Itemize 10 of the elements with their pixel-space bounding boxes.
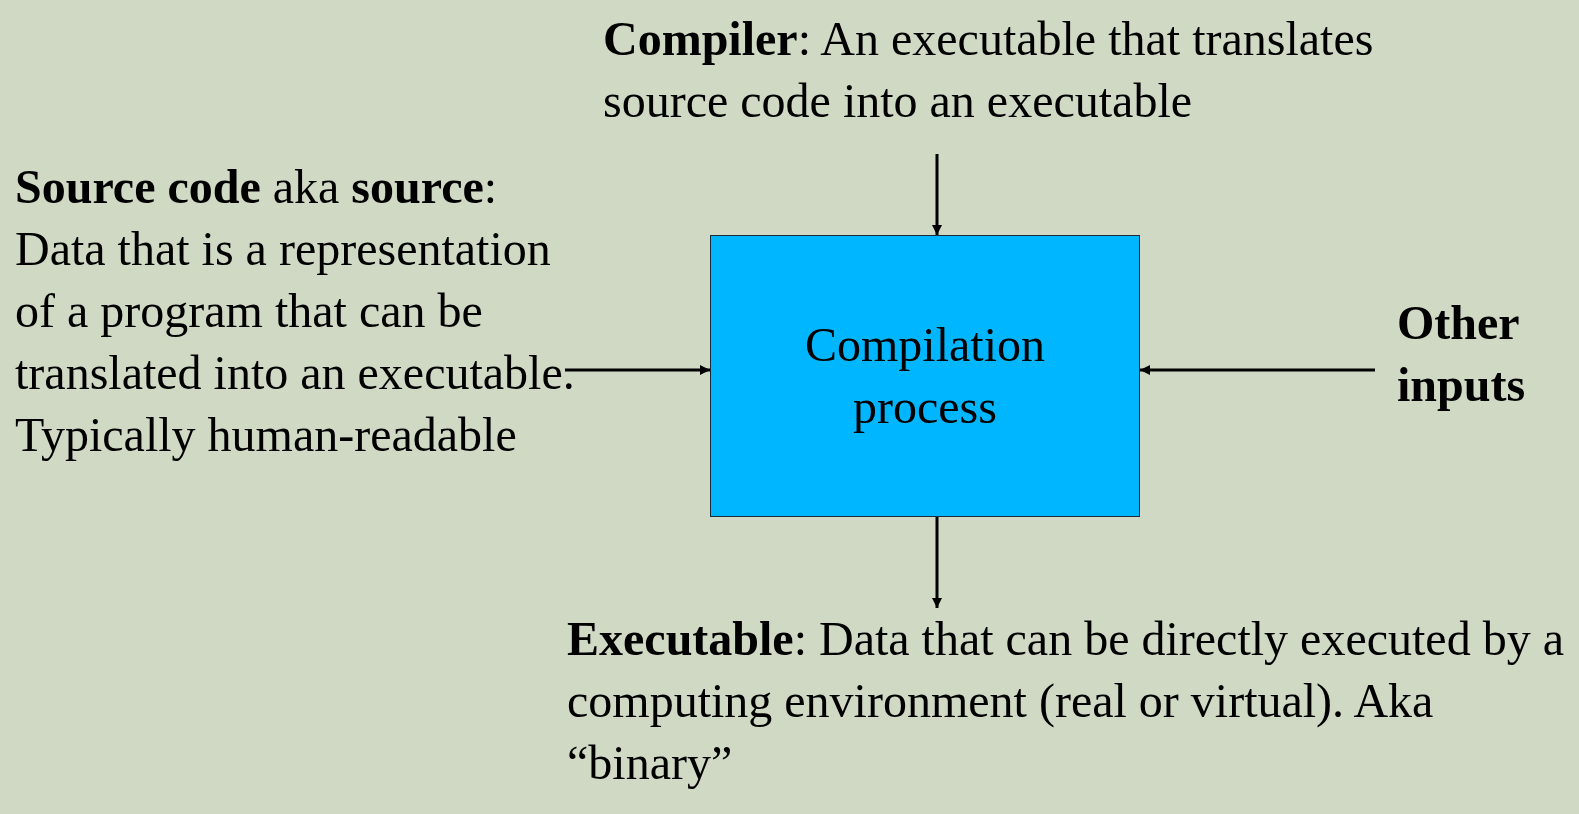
description-text: Other inputs	[1397, 292, 1577, 416]
arrow	[1140, 365, 1375, 375]
arrow	[932, 517, 942, 608]
description-text: Compiler: An executable that translates source code into an executable	[603, 8, 1393, 132]
process-label: Compilation process	[804, 317, 1046, 435]
arrow	[565, 365, 710, 375]
description-text: Source code aka source: Data that is a representation of a program that can be translated into an executable. Typically human-readable	[15, 156, 575, 466]
description-text: Executable: Data that can be directly executed by a computing environment (real or virtual). Aka “binary”	[567, 608, 1567, 794]
process-box	[710, 235, 1140, 517]
arrow	[932, 154, 942, 235]
